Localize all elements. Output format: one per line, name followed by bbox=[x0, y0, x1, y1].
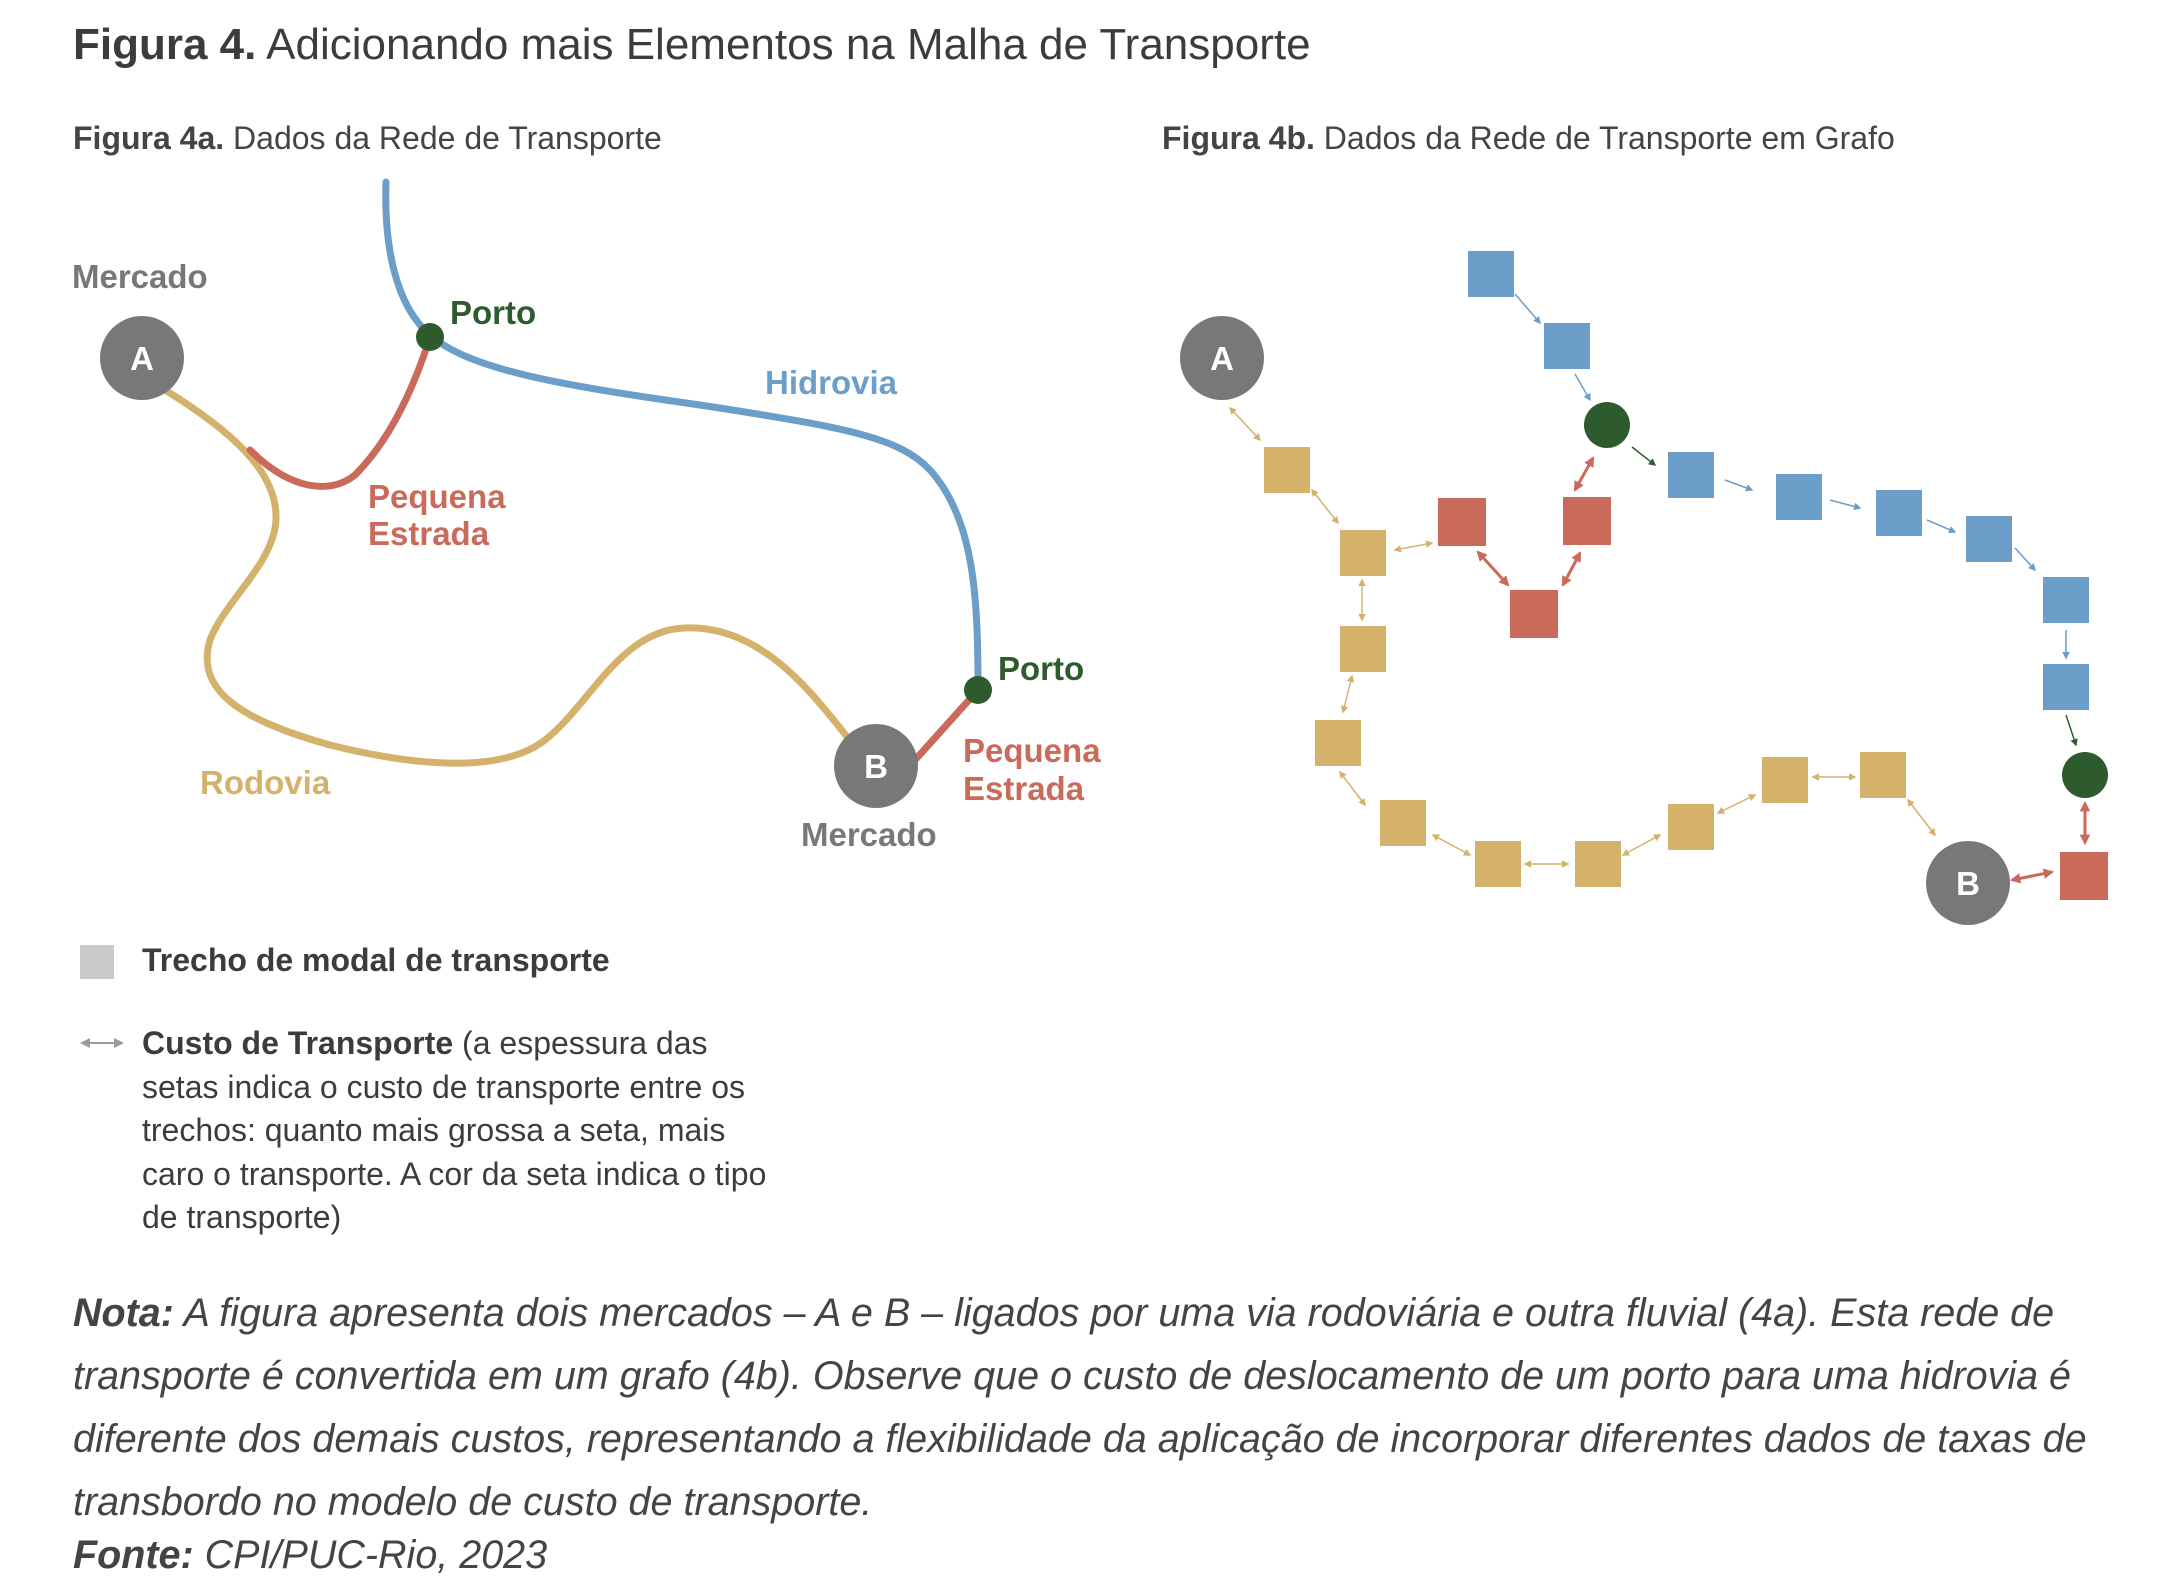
road-segment-2 bbox=[1340, 530, 1386, 576]
road-segment-5 bbox=[1380, 800, 1426, 846]
note-paragraph: Nota: A figura apresenta dois mercados –… bbox=[73, 1282, 2093, 1534]
node-a-label: A bbox=[130, 340, 154, 377]
porto-top-node bbox=[416, 323, 444, 351]
legend-segment-square bbox=[80, 945, 114, 979]
road-segment-8 bbox=[1668, 804, 1714, 850]
edge-road-7 bbox=[1431, 834, 1472, 856]
water-segment-5 bbox=[1876, 490, 1922, 536]
legend-cost-description: (a espessura das setas indica o custo de… bbox=[142, 1025, 767, 1235]
panel-b-title-number: Figura 4b. bbox=[1162, 120, 1315, 156]
panel-b-title: Figura 4b. Dados da Rede de Transporte e… bbox=[1162, 120, 1895, 157]
edge-road-10 bbox=[1716, 794, 1757, 814]
hidrovia-line bbox=[382, 178, 982, 694]
edge-road-12 bbox=[1907, 798, 1936, 837]
graph-nodes: A B bbox=[1180, 251, 2108, 925]
water-segment-8 bbox=[2043, 664, 2089, 710]
water-segment-2 bbox=[1544, 323, 1590, 369]
rodovia-line bbox=[161, 386, 852, 767]
market-b-node bbox=[834, 724, 918, 808]
water-segment-6 bbox=[1966, 516, 2012, 562]
legend-segment-label: Trecho de modal de transporte bbox=[142, 942, 610, 978]
small-road-segment-2 bbox=[1510, 590, 1558, 638]
road-segment-10 bbox=[1860, 752, 1906, 798]
road-segment-7 bbox=[1575, 841, 1621, 887]
road-segment-3 bbox=[1340, 626, 1386, 672]
mercado-a-label: Mercado bbox=[72, 258, 208, 295]
small-road-segment-1 bbox=[1438, 498, 1486, 546]
panel-a-title-text: Dados da Rede de Transporte bbox=[233, 120, 662, 156]
road-segment-6 bbox=[1475, 841, 1521, 887]
graph-node-a-label: A bbox=[1210, 340, 1234, 377]
edge-road-9 bbox=[1621, 834, 1662, 856]
porto-bottom-label: Porto bbox=[998, 650, 1084, 687]
edge-road-6 bbox=[1339, 770, 1366, 807]
pequena-estrada-2-line2: Estrada bbox=[963, 770, 1085, 807]
edge-water-1 bbox=[1514, 293, 1541, 325]
edge-red-2 bbox=[1561, 551, 1582, 587]
water-segment-7 bbox=[2043, 577, 2089, 623]
edge-water-port bbox=[2065, 714, 2078, 747]
graph-market-b bbox=[1926, 841, 2010, 925]
pequena-estrada-2-line bbox=[911, 686, 982, 764]
water-segment-4 bbox=[1776, 474, 1822, 520]
small-road-segment-3 bbox=[1563, 497, 1611, 545]
hidrovia-label: Hidrovia bbox=[765, 364, 898, 401]
figure-title-number: Figura 4. bbox=[73, 20, 257, 69]
legend-double-arrow-icon bbox=[80, 1038, 124, 1048]
panel-a-title: Figura 4a. Dados da Rede de Transporte bbox=[73, 120, 662, 157]
edge-water-4 bbox=[1829, 499, 1862, 511]
road-segment-1 bbox=[1264, 447, 1310, 493]
edge-red-b2 bbox=[2009, 868, 2055, 884]
graph-port-top bbox=[1584, 402, 1630, 448]
edge-red-3 bbox=[1573, 456, 1595, 492]
note-text: A figura apresenta dois mercados – A e B… bbox=[73, 1291, 2087, 1524]
graph-node-b-label: B bbox=[1956, 865, 1980, 902]
graph-edges bbox=[1228, 293, 2091, 884]
pequena-estrada-2-line1: Pequena bbox=[963, 732, 1101, 769]
mercado-b-label: Mercado bbox=[801, 816, 937, 853]
graph-market-a bbox=[1180, 316, 1264, 400]
edge-road-3 bbox=[1393, 540, 1434, 553]
panel-b-title-text: Dados da Rede de Transporte em Grafo bbox=[1323, 120, 1895, 156]
pequena-estrada-1-line2: Estrada bbox=[368, 515, 490, 552]
edge-road-2 bbox=[1311, 488, 1339, 525]
source-label: Fonte: bbox=[73, 1533, 194, 1577]
figure-title-text: Adicionando mais Elementos na Malha de T… bbox=[266, 20, 1311, 69]
source-text: CPI/PUC-Rio, 2023 bbox=[193, 1533, 548, 1577]
edge-port-water bbox=[1631, 446, 1657, 466]
graph-port-bottom bbox=[2062, 752, 2108, 798]
porto-top-label: Porto bbox=[450, 294, 536, 331]
small-road-segment-4 bbox=[2060, 852, 2108, 900]
edge-road-1 bbox=[1228, 406, 1262, 442]
node-b-label: B bbox=[864, 748, 888, 785]
legend-cost-label: Custo de Transporte bbox=[142, 1025, 454, 1061]
edge-water-3 bbox=[1724, 479, 1754, 492]
edge-road-5 bbox=[1340, 674, 1355, 714]
porto-bottom-node bbox=[964, 676, 992, 704]
edge-water-5 bbox=[1926, 519, 1957, 534]
panel-a-title-number: Figura 4a. bbox=[73, 120, 225, 156]
road-segment-4 bbox=[1315, 720, 1361, 766]
edge-water-2 bbox=[1574, 373, 1591, 402]
edge-red-1 bbox=[1476, 550, 1510, 587]
note-label: Nota: bbox=[73, 1291, 174, 1335]
water-segment-1 bbox=[1468, 251, 1514, 297]
road-segment-9 bbox=[1762, 757, 1808, 803]
water-segment-3 bbox=[1668, 452, 1714, 498]
pequena-estrada-1-line1: Pequena bbox=[368, 478, 506, 515]
figure-title: Figura 4. Adicionando mais Elementos na … bbox=[73, 20, 1311, 70]
edge-water-6 bbox=[2014, 547, 2037, 572]
rodovia-label: Rodovia bbox=[200, 764, 331, 801]
market-a-node bbox=[100, 316, 184, 400]
source-line: Fonte: CPI/PUC-Rio, 2023 bbox=[73, 1533, 547, 1578]
legend-cost-text: Custo de Transporte (a espessura das set… bbox=[142, 1022, 782, 1240]
pequena-estrada-1-line bbox=[246, 333, 434, 490]
